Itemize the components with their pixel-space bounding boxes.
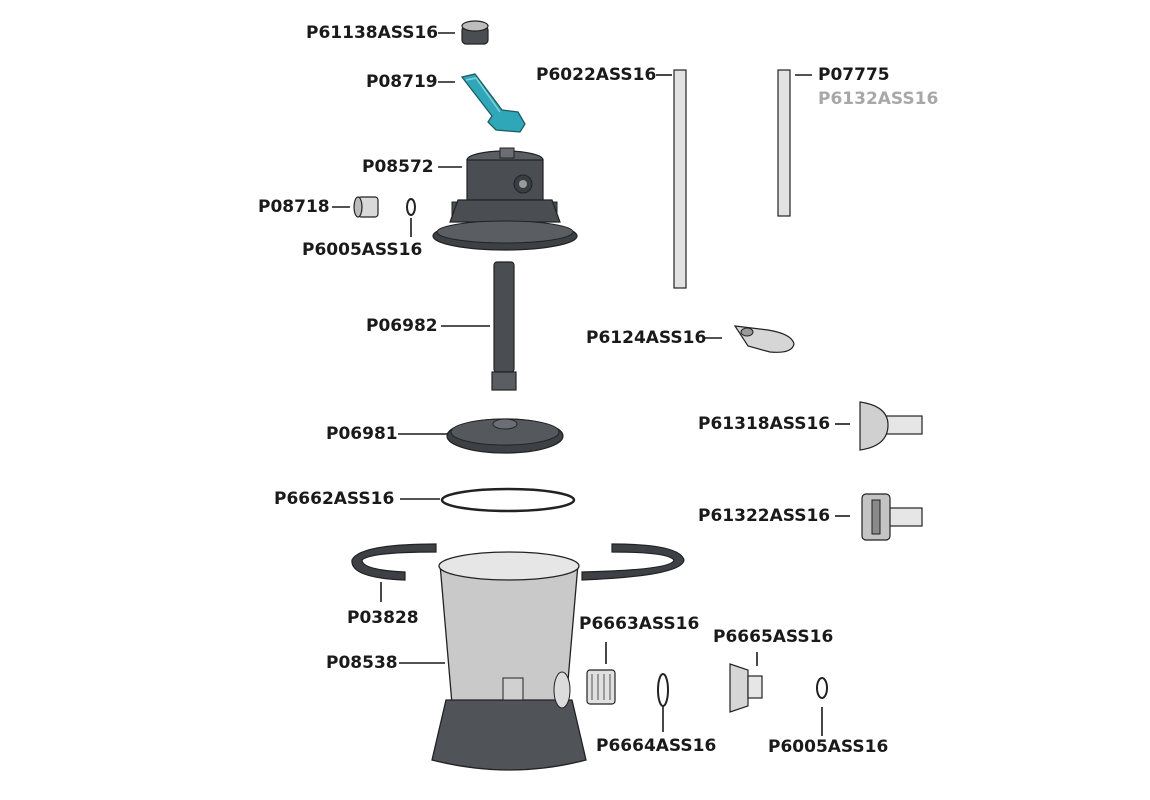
label-p6665: P6665ASS16	[713, 627, 834, 647]
label-p6005-top: P6005ASS16	[302, 240, 423, 260]
part-p6664-oring	[657, 673, 669, 707]
label-p6662: P6662ASS16	[274, 489, 395, 509]
label-p61322: P61322ASS16	[698, 506, 831, 526]
label-p6005-bottom: P6005ASS16	[768, 737, 889, 757]
label-p61318: P61318ASS16	[698, 414, 831, 434]
part-p08719-handle	[460, 73, 526, 133]
part-p06981-disc	[446, 418, 564, 454]
label-p6663: P6663ASS16	[579, 614, 700, 634]
label-p08719: P08719	[366, 72, 438, 92]
part-p61322-connector	[861, 493, 923, 541]
part-p08718-plug	[353, 196, 379, 218]
label-p03828: P03828	[347, 608, 419, 628]
label-p6022: P6022ASS16	[536, 65, 657, 85]
label-p08718: P08718	[258, 197, 330, 217]
part-p6124-clip	[733, 325, 795, 353]
part-p08538-tank	[431, 551, 587, 771]
label-p6124: P6124ASS16	[586, 328, 707, 348]
label-p6132: P6132ASS16	[818, 89, 939, 109]
label-p08538: P08538	[326, 653, 398, 673]
part-p06982-pipe	[491, 261, 517, 391]
label-p61138: P61138ASS16	[306, 23, 439, 43]
part-p03828-clamp	[351, 543, 685, 581]
part-p08572-valve	[432, 147, 578, 251]
label-p6664: P6664ASS16	[596, 736, 717, 756]
part-p07775-rod	[777, 69, 791, 217]
leader-lines	[332, 32, 850, 736]
part-p6005-oring-bottom	[816, 677, 828, 699]
label-p06981: P06981	[326, 424, 398, 444]
part-p61138-cap	[461, 20, 489, 45]
part-p6022-rod	[673, 69, 687, 289]
part-p6662-oring	[440, 487, 576, 513]
part-p6665-nut	[729, 663, 763, 713]
part-p6005-oring-top	[406, 198, 416, 216]
part-p61318-connector	[859, 401, 923, 451]
label-p06982: P06982	[366, 316, 438, 336]
label-p07775: P07775	[818, 65, 890, 85]
label-p08572: P08572	[362, 157, 434, 177]
part-p6663-strainer	[586, 669, 616, 705]
